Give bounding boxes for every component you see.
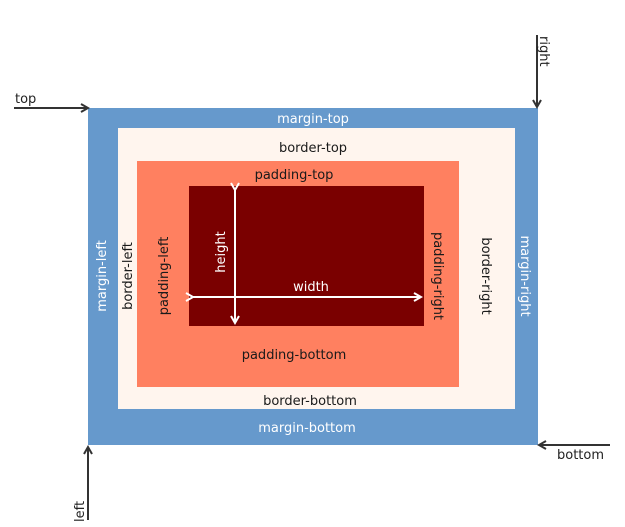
height-label: height [214, 231, 229, 272]
margin-left-label: margin-left [95, 240, 110, 312]
border-right-label: border-right [478, 237, 493, 314]
bottom-label: bottom [557, 448, 604, 463]
padding-top-label: padding-top [255, 168, 334, 183]
right-label: right [536, 36, 551, 67]
margin-bottom-label: margin-bottom [258, 421, 356, 436]
top-label: top [15, 92, 36, 107]
border-top-label: border-top [279, 141, 347, 156]
left-label: left [73, 501, 88, 522]
padding-bottom-label: padding-bottom [242, 348, 347, 363]
padding-right-label: padding-right [430, 232, 445, 320]
border-bottom-label: border-bottom [263, 394, 357, 409]
margin-top-label: margin-top [277, 112, 349, 127]
margin-right-label: margin-right [517, 235, 532, 316]
border-left-label: border-left [121, 242, 136, 310]
padding-left-label: padding-left [157, 237, 172, 316]
content-box [189, 186, 424, 326]
width-label: width [293, 280, 329, 295]
